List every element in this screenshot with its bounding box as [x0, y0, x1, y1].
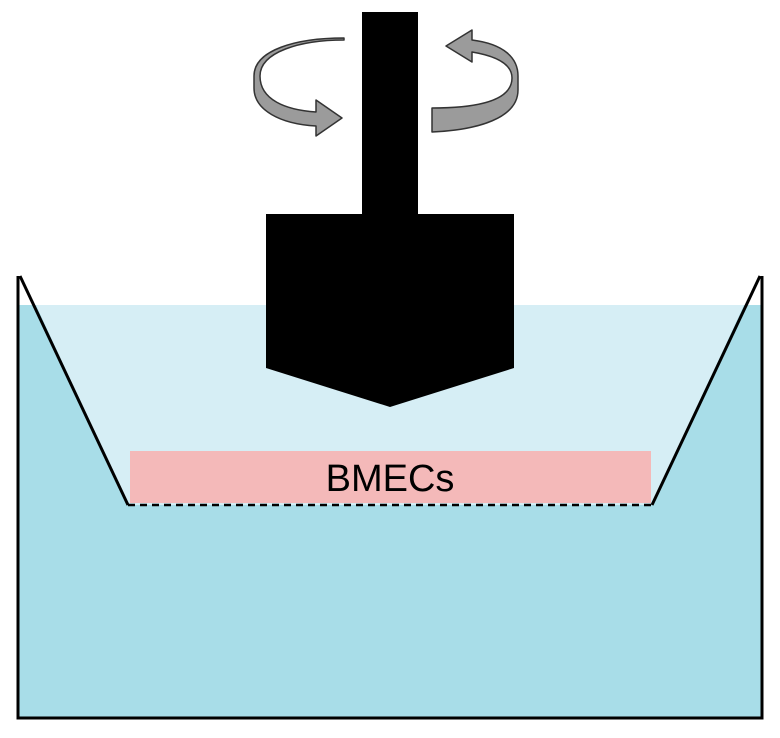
stirrer-head	[266, 214, 514, 407]
rotation-arrow-left	[253, 37, 345, 137]
cell-layer-label: BMECs	[326, 458, 455, 500]
insert-wall-left	[18, 275, 130, 506]
rotation-arrows-icon	[253, 29, 519, 137]
outer-well-wall	[16, 276, 764, 720]
cell-layer	[130, 451, 651, 503]
insert-wall-right	[650, 275, 762, 506]
rotation-arrow-right	[431, 29, 519, 133]
stirrer-shaft	[362, 12, 418, 218]
